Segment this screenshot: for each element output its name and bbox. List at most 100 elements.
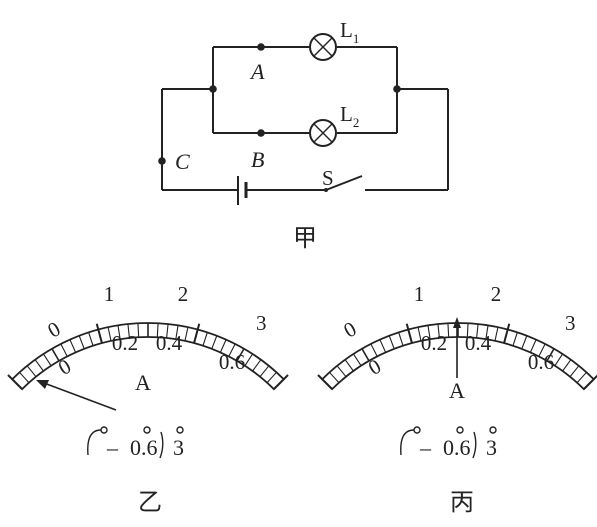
dial-tick — [7, 374, 23, 390]
right-junction-dot — [393, 85, 401, 93]
terminal-3-post — [489, 426, 497, 434]
terminal-lead-minus — [87, 429, 102, 456]
unit-label: A — [449, 378, 465, 403]
dial-tick — [175, 325, 179, 340]
caption-jia: 甲 — [293, 226, 317, 252]
dial-tick — [546, 348, 555, 362]
terminal-lead-06 — [472, 431, 477, 459]
dial-tick — [236, 348, 245, 362]
dial-tick — [437, 323, 440, 339]
dial-tick — [352, 353, 362, 367]
dial-tick — [336, 365, 347, 378]
dial-tick — [576, 371, 587, 384]
dial-tick — [427, 325, 431, 340]
dial-tick — [317, 374, 333, 390]
ammeter-bing: 0 1 2 3 0 0.2 0.4 0.6 A – 0.6 3 丙 — [317, 282, 597, 516]
dial-tick — [228, 343, 236, 357]
scale3-label-2: 2 — [491, 282, 502, 306]
dial-tick — [494, 327, 499, 342]
scale3-label-1: 1 — [414, 282, 425, 306]
pointer-needle — [43, 382, 117, 411]
terminal-06-label: 0.6 — [130, 435, 158, 460]
terminal-lead-06 — [159, 431, 164, 459]
dial-tick — [107, 327, 112, 342]
terminal-minus-post — [100, 426, 108, 434]
lamp-l1-icon — [309, 33, 337, 61]
circuit-diagram: L1 L2 A B C S 甲 — [158, 18, 449, 252]
dial-tick — [42, 353, 52, 367]
dial-tick — [202, 332, 208, 346]
switch-blade — [325, 175, 363, 191]
dial-tick — [137, 323, 140, 338]
terminal-06-post — [143, 426, 151, 434]
terminal-minus-label: – — [106, 435, 119, 460]
caption-yi: 乙 — [138, 490, 162, 516]
scale3-label-0: 0 — [43, 317, 64, 343]
dial-tick — [34, 359, 44, 372]
dial-tick — [344, 359, 354, 372]
scale06-label-3: 0.6 — [219, 350, 245, 374]
dial-tick — [51, 348, 60, 362]
dial-tick — [259, 365, 270, 378]
dial-tick — [447, 323, 450, 338]
dial-tick — [398, 332, 404, 346]
dial-tick — [166, 323, 169, 339]
dial-tick — [69, 339, 77, 353]
dial-tick — [273, 374, 289, 390]
lamp-l1-label: L1 — [340, 18, 359, 46]
ammeter-yi-scale — [7, 322, 289, 391]
dial-tick — [562, 359, 572, 372]
dial-tick — [266, 371, 277, 384]
dial-tick — [252, 359, 262, 372]
scale06-label-0: 0 — [54, 354, 75, 380]
scale06-label-3: 0.6 — [528, 350, 554, 374]
scale3-label-1: 1 — [104, 282, 115, 306]
scale3-label-0: 0 — [339, 317, 360, 343]
terminal-3-label: 3 — [173, 435, 184, 460]
scale3-label-3: 3 — [256, 311, 267, 335]
dial-tick — [78, 335, 85, 350]
dial-tick — [388, 335, 395, 350]
point-a-label: A — [249, 59, 265, 84]
terminal-minus-post — [413, 426, 421, 434]
dial-tick — [193, 323, 201, 344]
dial-tick — [554, 353, 564, 367]
pointer-arrowhead — [453, 317, 461, 328]
dial-tick — [569, 365, 580, 378]
scale06-label-2: 0.4 — [156, 331, 183, 355]
dial-tick — [361, 348, 370, 362]
point-b-label: B — [251, 147, 264, 172]
ammeter-yi: 0 1 2 3 0 0.2 0.4 0.6 A – 0.6 3 乙 — [7, 282, 289, 516]
unit-label: A — [135, 370, 151, 395]
caption-bing: 丙 — [450, 490, 474, 516]
terminal-minus-label: – — [419, 435, 432, 460]
pointer-arrowhead — [36, 380, 49, 389]
terminal-06-post — [456, 426, 464, 434]
dial-tick — [521, 335, 528, 350]
dial-tick — [219, 339, 227, 353]
dial-tick — [405, 323, 413, 344]
dial-tick — [476, 323, 479, 339]
terminals-bing: – 0.6 3 — [400, 426, 497, 460]
dial-tick — [117, 325, 121, 340]
node-a-dot — [257, 43, 265, 51]
point-c-label: C — [175, 149, 190, 174]
dial-tick — [60, 343, 68, 357]
dial-tick — [19, 371, 30, 384]
terminal-06-label: 0.6 — [443, 435, 471, 460]
dial-tick — [329, 371, 340, 384]
dial-tick — [26, 365, 37, 378]
dial-tick — [370, 343, 378, 357]
dial-tick — [184, 327, 189, 342]
lamp-l2-icon — [309, 119, 337, 147]
terminal-3-label: 3 — [486, 435, 497, 460]
node-c-dot — [158, 157, 166, 165]
dial-tick — [244, 353, 254, 367]
scale06-label-1: 0.2 — [112, 331, 138, 355]
scale06-label-1: 0.2 — [421, 331, 447, 355]
dial-tick — [538, 343, 546, 357]
dial-tick — [88, 332, 94, 346]
terminal-lead-minus — [400, 429, 415, 456]
